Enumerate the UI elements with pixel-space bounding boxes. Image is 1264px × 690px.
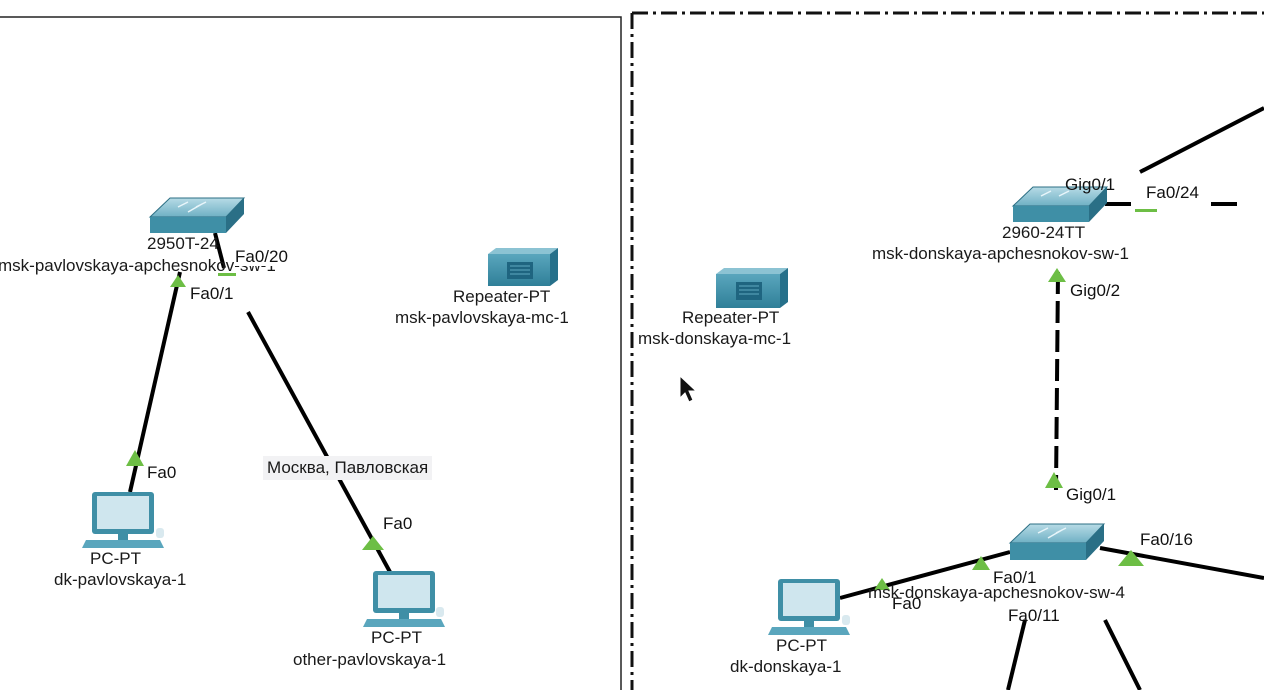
device-name-label: dk-donskaya-1 [730,657,842,676]
device-name-label: dk-pavlovskaya-1 [54,570,187,589]
link-up-arrow [1048,268,1066,282]
pavlovskaya-area-frame[interactable] [0,16,622,690]
link-sw1-uplink-gig01[interactable] [1139,106,1264,174]
port-label: Fa0 [147,463,177,482]
port-label: Fa0/11 [1008,606,1060,625]
link-sw-pc-other-pavlovskaya[interactable] [246,311,392,573]
device-name-label: msk-donskaya-apchesnokov-sw-4 [868,583,1125,602]
repeater-icon[interactable] [716,268,788,308]
device-name-label: msk-pavlovskaya-mc-1 [395,308,569,327]
pc-icon[interactable] [768,579,850,635]
device-model-label: PC-PT [90,549,141,568]
link-sw4-fa016[interactable] [1099,546,1264,580]
device-model-label: 2950T-24 [147,234,219,253]
port-label: Fa0/24 [1146,183,1199,202]
device-name-label: msk-donskaya-apchesnokov-sw-1 [872,244,1129,263]
area-note-label[interactable]: Москва, Павловская [263,456,433,480]
link-port-marker [218,273,236,276]
repeater-icon[interactable] [488,248,558,286]
link-sw4-fa011[interactable] [1006,619,1027,690]
port-label: Fa0/1 [992,568,1038,587]
switch-icon[interactable] [1008,523,1106,560]
pc-icon[interactable] [363,571,445,627]
link-up-arrow [1118,550,1144,566]
device-model-label: PC-PT [776,636,827,655]
link-up-arrow [972,556,990,570]
link-up-arrow [1045,472,1063,488]
port-label: Fa0/16 [1140,530,1193,549]
port-label: Fa0 [383,514,413,533]
pc-icon[interactable] [82,492,164,548]
device-name-label: msk-pavlovskaya-apchesnokov-sw-1 [0,256,276,275]
donskaya-area-frame[interactable] [630,11,1264,690]
mouse-cursor-icon [679,374,698,403]
link-sw-pc-dk-pavlovskaya[interactable] [128,271,182,493]
link-port-marker [1135,209,1157,212]
link-up-arrow [126,450,144,466]
port-label: Fa0 [892,594,922,613]
port-label: Gig0/2 [1070,281,1121,300]
switch-icon[interactable] [1011,186,1109,222]
link-up-arrow [170,275,186,287]
port-label: Fa0/20 [234,247,289,266]
device-name-label: msk-donskaya-mc-1 [638,329,792,348]
link-sw-uplink-fa020[interactable] [213,232,226,269]
port-label: Gig0/1 [1066,485,1117,504]
link-sw1-sw4-gig[interactable] [1054,271,1060,491]
device-model-label: Repeater-PT [682,308,780,327]
port-label: Gig0/1 [1065,175,1116,194]
device-model-label: PC-PT [371,628,422,647]
link-sw4-down-right[interactable] [1103,619,1142,690]
port-label: Fa0/1 [190,284,234,303]
link-up-arrow [874,578,890,590]
device-model-label: Repeater-PT [453,287,551,306]
device-model-label: 2960-24TT [1002,223,1086,242]
link-up-arrow [362,536,384,550]
device-name-label: other-pavlovskaya-1 [293,650,447,669]
switch-icon[interactable] [148,197,246,233]
